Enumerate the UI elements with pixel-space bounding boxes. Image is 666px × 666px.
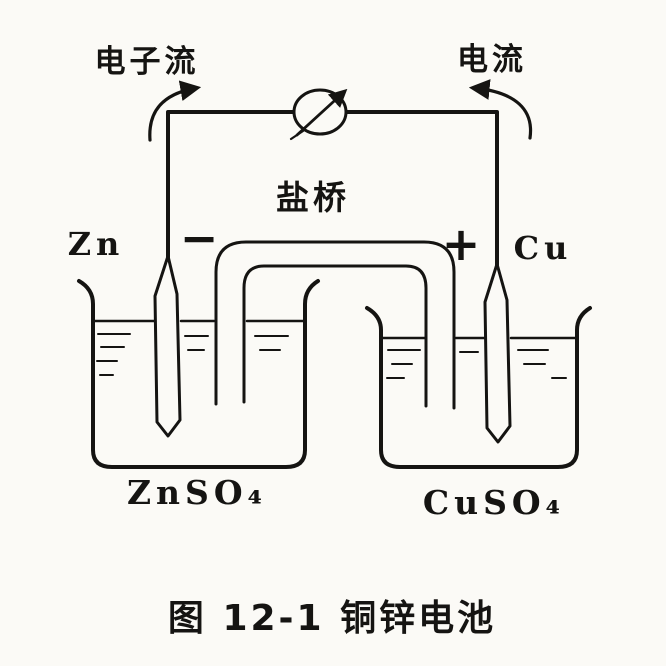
- left-water-hatching: [96, 333, 289, 376]
- salt-bridge-tube: [214, 240, 456, 410]
- right-beaker: [365, 306, 592, 469]
- cu-electrode-strip: [483, 262, 512, 444]
- cu-label: Cu: [514, 229, 573, 267]
- current-arrow-icon: [468, 79, 533, 140]
- cuso4-label: CuSO₄: [423, 483, 565, 522]
- electron-flow-arrow-icon: [148, 80, 202, 142]
- zn-electrode-strip: [153, 254, 182, 438]
- zn-label: Zn: [68, 225, 125, 263]
- minus-sign: −: [180, 211, 219, 265]
- right-wire: [344, 110, 499, 272]
- right-water-hatching: [386, 349, 567, 379]
- salt-bridge-label: 盐桥: [276, 178, 350, 217]
- znso4-label: ZnSO₄: [127, 473, 267, 512]
- figure-caption: 图 12-1 铜锌电池: [168, 598, 496, 639]
- left-wire: [166, 110, 296, 266]
- left-beaker: [77, 279, 320, 469]
- galvanometer-needle-tail: [289, 129, 305, 141]
- current-label: 电流: [457, 42, 527, 78]
- plus-sign: +: [442, 217, 481, 271]
- galvanometer-needle-icon: [295, 88, 348, 137]
- electron-flow-label: 电子流: [95, 44, 200, 80]
